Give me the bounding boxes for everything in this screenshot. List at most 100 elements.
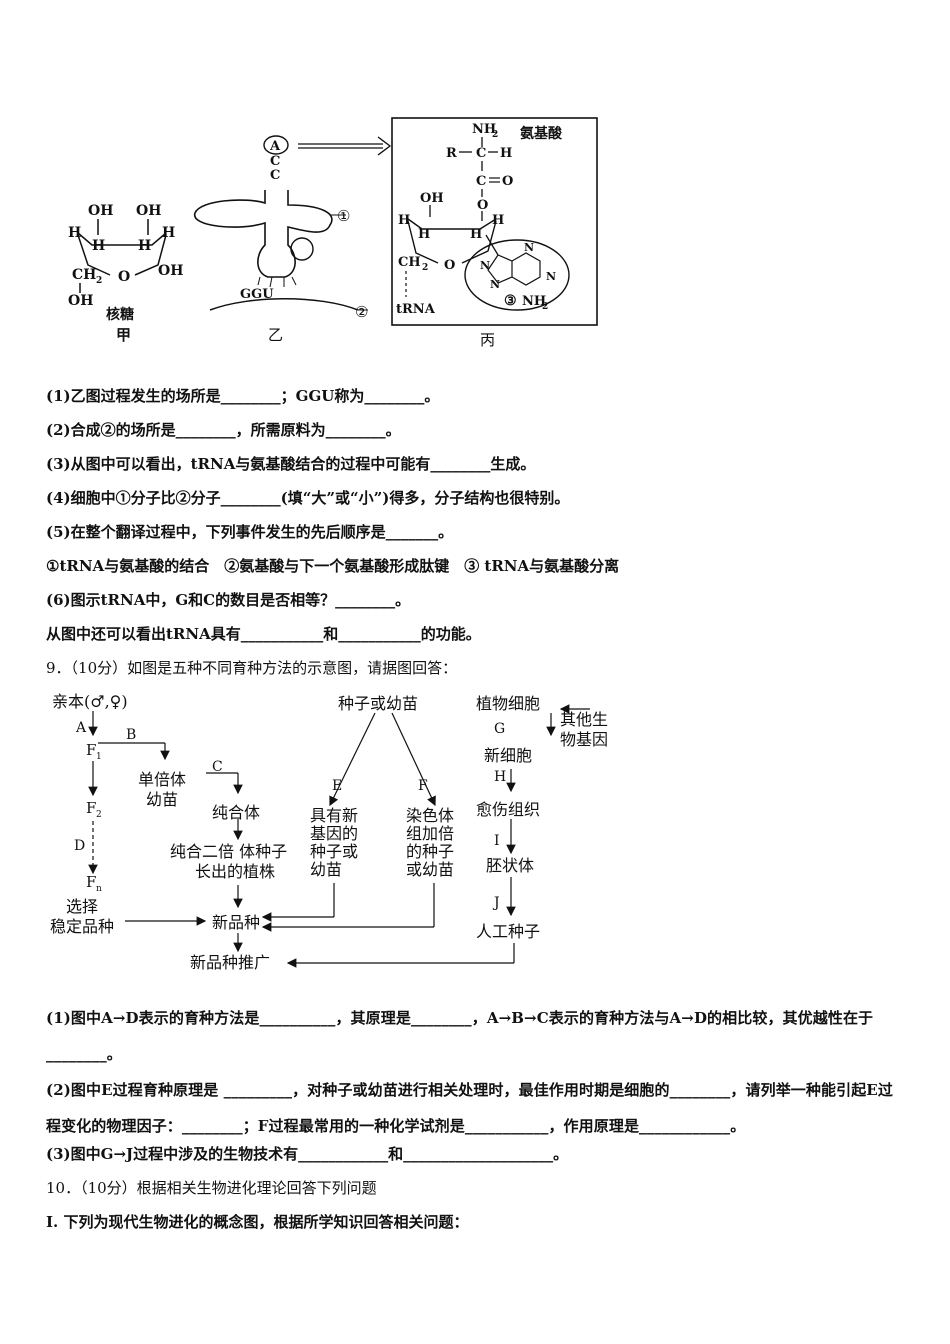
new-variety-label: 新品种 bbox=[212, 913, 260, 932]
artificial-seed-label: 人工种子 bbox=[476, 922, 540, 941]
bing-h: H bbox=[418, 227, 430, 242]
bing-co-o: O bbox=[502, 174, 513, 189]
haploid-label-1: 单倍体 bbox=[138, 770, 186, 789]
bing-o: O bbox=[477, 198, 488, 213]
q8-item-4: (4)细胞中①分子比②分子________(填“大”或“小”)得多，分子结构也很… bbox=[46, 489, 570, 507]
trna-amino-acid-binding: NH 2 氨基酸 R C H C O O OH H H H H O CH 2 t… bbox=[391, 117, 598, 349]
bing-h: H bbox=[500, 146, 512, 161]
q8-item-3: (3)从图中可以看出，tRNA与氨基酸结合的过程中可能有________生成。 bbox=[46, 455, 536, 473]
other-gene-1: 其他生 bbox=[560, 710, 608, 729]
q8-item-5: (5)在整个翻译过程中，下列事件发生的先后顺序是_______。 bbox=[46, 523, 454, 541]
callus-label: 愈伤组织 bbox=[476, 800, 540, 819]
bing-n: N bbox=[524, 241, 534, 254]
bing-co-c: C bbox=[476, 174, 486, 189]
jia-o: O bbox=[118, 269, 130, 285]
label-jia: 甲 bbox=[116, 326, 131, 344]
q8-item-7: 从图中还可以看出tRNA具有___________和___________的功能… bbox=[46, 625, 481, 643]
q8-item-5-options: ①tRNA与氨基酸的结合 ②氨基酸与下一个氨基酸形成肽键 ③ tRNA与氨基酸分… bbox=[46, 557, 620, 575]
new-cell-label: 新细胞 bbox=[484, 746, 532, 765]
new-gene-4: 幼苗 bbox=[310, 860, 342, 879]
step-h: H bbox=[494, 769, 506, 785]
q9-title: 9．（10分）如图是五种不同育种方法的示意图，请据图回答： bbox=[46, 659, 458, 677]
bing-nh2: NH bbox=[472, 122, 496, 137]
new-gene-3: 种子或 bbox=[310, 842, 358, 861]
jia-ch2: CH bbox=[72, 267, 96, 283]
bing-n: N bbox=[490, 278, 500, 291]
q9-item-3: (3)图中G→J过程中涉及的生物技术有____________和________… bbox=[46, 1145, 569, 1163]
pure-line-label: 纯合体 bbox=[212, 803, 260, 822]
seed-label: 种子或幼苗 bbox=[338, 694, 418, 713]
jia-h: H bbox=[162, 225, 175, 241]
bing-ring-o: O bbox=[444, 258, 455, 273]
polyploid-2: 组加倍 bbox=[406, 824, 454, 843]
step-j: J bbox=[492, 895, 500, 911]
fn-label: F bbox=[86, 873, 96, 891]
haploid-label-2: 幼苗 bbox=[146, 790, 178, 809]
parents-label: 亲本(♂,♀) bbox=[52, 692, 128, 711]
select-label-2: 稳定品种 bbox=[50, 917, 114, 936]
yi-ggu: GGU bbox=[240, 287, 274, 302]
bing-n: N bbox=[480, 259, 490, 272]
trna-cloverleaf: A C C ① GGU ② 乙 bbox=[194, 135, 368, 344]
step-c: C bbox=[212, 759, 223, 775]
jia-oh2: OH bbox=[136, 203, 161, 219]
f1-sub: 1 bbox=[96, 752, 102, 762]
bing-h: H bbox=[398, 213, 410, 228]
label-yi: 乙 bbox=[268, 326, 283, 344]
figure-trna-structures: OH OH H H H H O OH CH 2 OH 核糖 甲 A C C ① … bbox=[40, 105, 620, 350]
new-gene-1: 具有新 bbox=[310, 806, 358, 825]
f1-label: F bbox=[86, 741, 96, 759]
bing-ch2: CH bbox=[398, 255, 421, 270]
q9-item-1: (1)图中A→D表示的育种方法是__________，其原理是________，… bbox=[46, 1009, 874, 1063]
jia-h: H bbox=[92, 238, 105, 254]
jia-oh1: OH bbox=[88, 203, 113, 219]
bing-marker-3: ③ bbox=[504, 293, 517, 309]
plant-cell-label: 植物细胞 bbox=[476, 694, 540, 713]
step-i: I bbox=[494, 833, 500, 849]
bing-c: C bbox=[476, 146, 486, 161]
step-g: G bbox=[494, 721, 505, 737]
bing-nh2-base-sub: 2 bbox=[542, 302, 548, 312]
bing-trna: tRNA bbox=[396, 302, 436, 317]
yi-marker-2: ② bbox=[355, 303, 368, 321]
ribose-name: 核糖 bbox=[106, 306, 134, 323]
jia-h: H bbox=[138, 238, 151, 254]
bing-nh2-sub: 2 bbox=[492, 130, 498, 140]
polyploid-1: 染色体 bbox=[406, 806, 454, 825]
step-d: D bbox=[74, 838, 85, 854]
step-a: A bbox=[75, 720, 87, 736]
polyploid-3: 的种子 bbox=[406, 842, 454, 861]
fn-sub: n bbox=[96, 884, 102, 894]
bing-oh: OH bbox=[420, 191, 444, 206]
promotion-label: 新品种推广 bbox=[190, 953, 270, 972]
yi-c1: C bbox=[270, 154, 280, 169]
bing-n: N bbox=[546, 270, 556, 283]
embryoid-label: 胚状体 bbox=[486, 856, 534, 875]
select-label-1: 选择 bbox=[66, 897, 98, 916]
step-e: E bbox=[332, 778, 342, 794]
q8-item-6: (6)图示tRNA中，G和C的数目是否相等？________。 bbox=[46, 591, 411, 609]
yi-a: A bbox=[269, 139, 281, 154]
bing-ch2-sub: 2 bbox=[422, 263, 428, 273]
q8-item-2: (2)合成②的场所是________，所需原料为________。 bbox=[46, 421, 401, 439]
q10-subtitle: I. 下列为现代生物进化的概念图，根据所学知识回答相关问题： bbox=[46, 1213, 469, 1231]
label-bing: 丙 bbox=[480, 331, 495, 349]
bing-h: H bbox=[470, 227, 482, 242]
pure-diploid-label-2: 长出的植株 bbox=[195, 862, 275, 881]
new-gene-2: 基因的 bbox=[310, 824, 358, 843]
f2-sub: 2 bbox=[96, 810, 102, 820]
step-b: B bbox=[126, 727, 136, 743]
q9-item-2: (2)图中E过程育种原理是 _________，对种子或幼苗进行相关处理时，最佳… bbox=[46, 1081, 893, 1135]
polyploid-4: 或幼苗 bbox=[406, 860, 454, 879]
jia-sub2: 2 bbox=[96, 276, 102, 286]
jia-oh4: OH bbox=[68, 293, 93, 309]
jia-oh3: OH bbox=[158, 263, 183, 279]
yi-c2: C bbox=[270, 168, 280, 183]
yi-marker-1: ① bbox=[337, 207, 350, 225]
q10-title: 10．（10分）根据相关生物进化理论回答下列问题 bbox=[46, 1179, 377, 1197]
amino-acid-label: 氨基酸 bbox=[520, 125, 563, 142]
bing-nh2-base: NH bbox=[522, 294, 546, 309]
figure-breeding-methods: 亲本(♂,♀) A F 1 B 单倍体 幼苗 C 纯合体 F 2 D F n 纯… bbox=[40, 685, 640, 980]
ribose-diagram: OH OH H H H H O OH CH 2 OH 核糖 甲 bbox=[68, 203, 183, 344]
pure-diploid-label-1: 纯合二倍 体种子 bbox=[170, 842, 287, 861]
